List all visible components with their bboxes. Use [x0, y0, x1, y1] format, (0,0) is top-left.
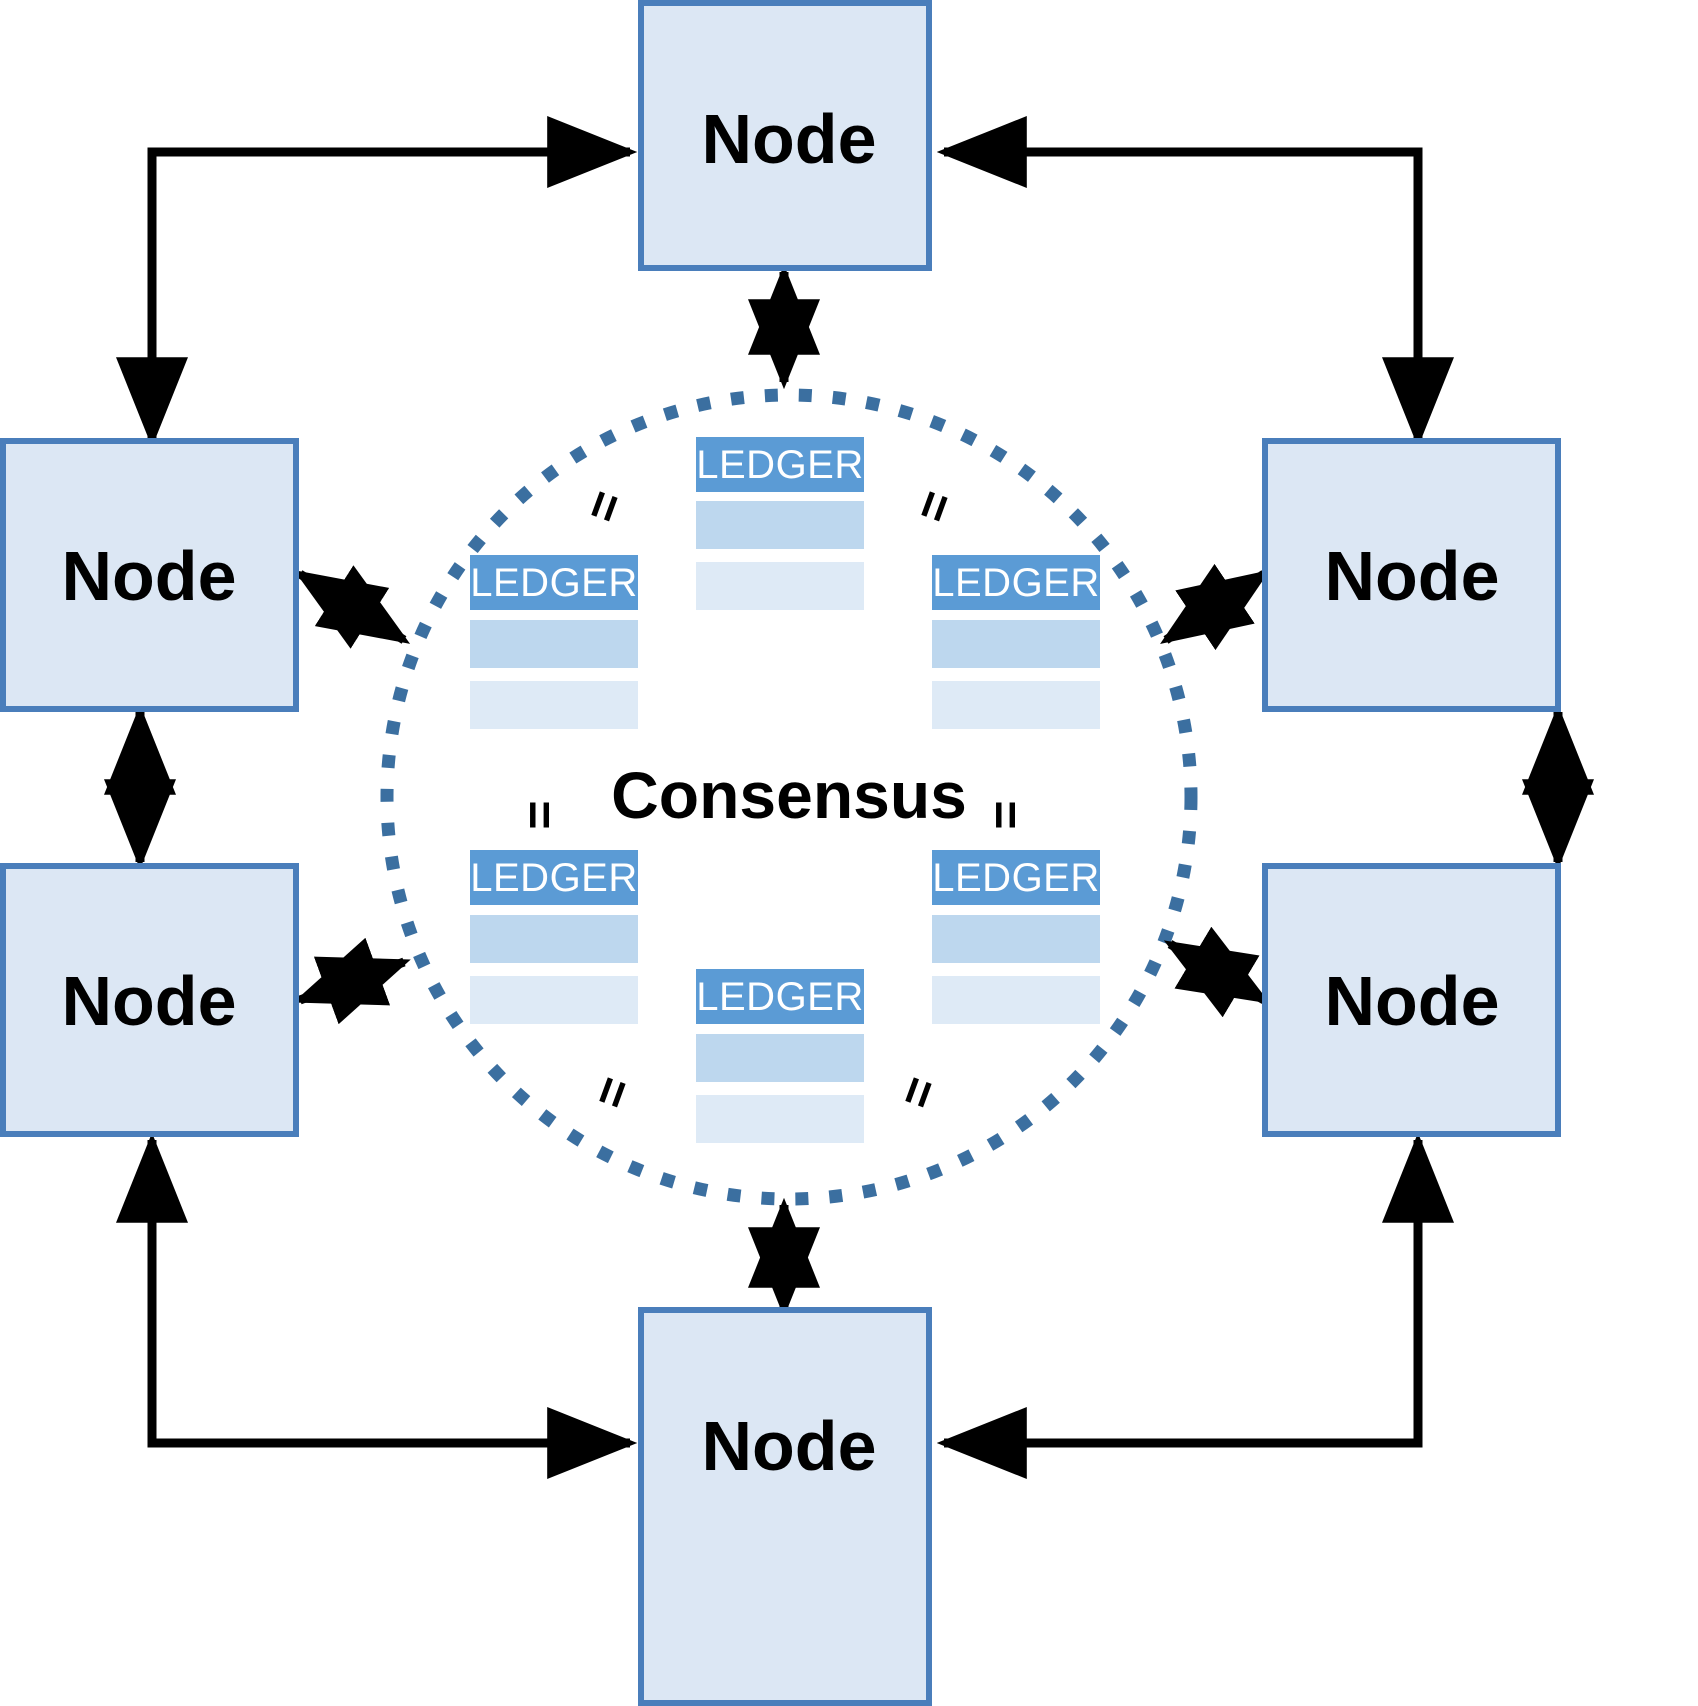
- node-rect: [0, 438, 299, 712]
- ledger-row-light: [470, 681, 638, 729]
- ledger-row-light: [470, 976, 638, 1024]
- connector-left-upper-to-top: [116, 116, 638, 448]
- connector-right-lower-to-bottom: [936, 1132, 1454, 1479]
- ledger-row-light: [932, 681, 1100, 729]
- ledger-row-mid: [932, 915, 1100, 963]
- node-rect: [0, 863, 299, 1137]
- ledger-row-mid: [696, 1034, 864, 1082]
- equals-mark-top-left: =: [573, 483, 636, 530]
- node-label: Node: [62, 537, 237, 615]
- node-rect: [638, 0, 932, 271]
- ledger-header-bar: [470, 555, 638, 610]
- node-box-right-upper[interactable]: Node: [1262, 438, 1561, 712]
- ledger-title: LEDGER: [470, 561, 638, 605]
- equals-mark-bottom-right: =: [887, 1069, 950, 1116]
- node-box-left-upper[interactable]: Node: [0, 438, 299, 712]
- ledger-row-mid: [932, 620, 1100, 668]
- ledger-card-top[interactable]: LEDGER: [696, 437, 864, 610]
- consensus-boundary-circle: [380, 388, 1198, 1206]
- node-box-left-lower[interactable]: Node: [0, 863, 299, 1137]
- node-box-bottom[interactable]: Node: [638, 1307, 932, 1706]
- ledger-card-left-lower[interactable]: LEDGER: [470, 850, 638, 1024]
- ledger-card-right-upper[interactable]: LEDGER: [932, 555, 1100, 729]
- ledger-row-mid: [470, 915, 638, 963]
- ledger-header-bar: [932, 850, 1100, 905]
- ledger-header-bar: [696, 969, 864, 1024]
- ledger-header-bar: [696, 437, 864, 492]
- node-label: Node: [62, 962, 237, 1040]
- node-label: Node: [1325, 962, 1500, 1040]
- consensus-connectors: [293, 264, 1271, 1318]
- ledger-card-bottom[interactable]: LEDGER: [696, 969, 864, 1143]
- ledger-card-left-upper[interactable]: LEDGER: [470, 555, 638, 729]
- equals-mark-mid-right: =: [977, 800, 1033, 829]
- node-label: Node: [702, 1407, 877, 1485]
- node-rect: [1262, 438, 1561, 712]
- ledger-row-mid: [696, 501, 864, 549]
- node-box-top[interactable]: Node: [638, 0, 932, 271]
- ledger-title: LEDGER: [932, 561, 1100, 605]
- equals-mark-bottom-left: =: [581, 1069, 644, 1116]
- ledger-title: LEDGER: [470, 856, 638, 900]
- equals-mark-top-right: =: [903, 483, 966, 530]
- node-label: Node: [702, 100, 877, 178]
- connector-right-upper-to-top: [936, 116, 1454, 448]
- node-box-right-lower[interactable]: Node: [1262, 863, 1561, 1137]
- equals-mark-mid-left: =: [511, 800, 567, 829]
- connector-right-lower-to-consensus: [1163, 926, 1271, 1018]
- ledger-title: LEDGER: [932, 856, 1100, 900]
- ledger-row-light: [696, 1095, 864, 1143]
- ledger-row-mid: [470, 620, 638, 668]
- ledger-header-bar: [932, 555, 1100, 610]
- outer-connectors: [116, 116, 1454, 1479]
- node-rect: [1262, 863, 1561, 1137]
- ledger-row-light: [932, 976, 1100, 1024]
- ledger-header-bar: [470, 850, 638, 905]
- side-node-connectors: [104, 704, 1594, 870]
- node-label: Node: [1325, 537, 1500, 615]
- connector-left-lower-to-bottom: [116, 1132, 638, 1479]
- ledger-title: LEDGER: [696, 975, 864, 1019]
- ledger-title: LEDGER: [696, 443, 864, 487]
- ledger-card-right-lower[interactable]: LEDGER: [932, 850, 1100, 1024]
- ledger-row-light: [696, 562, 864, 610]
- connector-right-upper-to-consensus: [1160, 563, 1270, 651]
- node-rect: [638, 1307, 932, 1706]
- connector-left-lower-to-consensus: [293, 937, 411, 1025]
- consensus-label: Consensus: [611, 758, 967, 832]
- connector-left-upper-to-consensus: [293, 565, 411, 649]
